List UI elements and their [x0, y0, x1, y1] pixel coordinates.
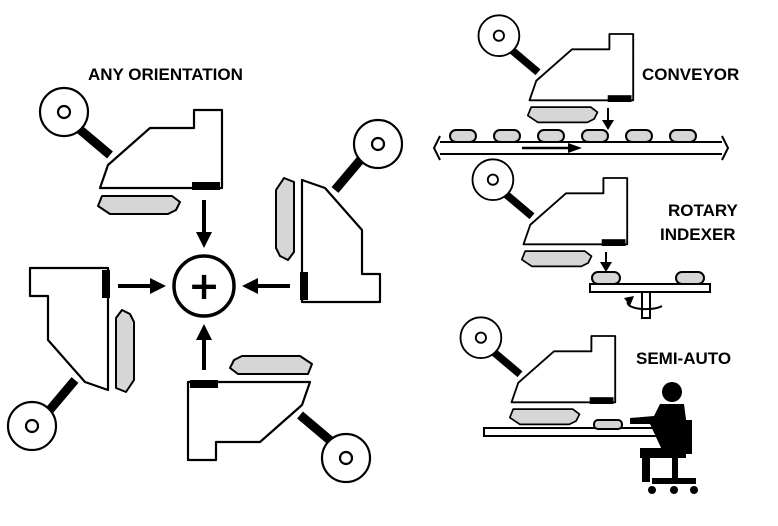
- applicator-top: [40, 88, 222, 214]
- any-orientation-group: ANY ORIENTATION: [8, 65, 402, 482]
- arrow-up: [196, 324, 212, 370]
- rotary-label-line2: INDEXER: [660, 225, 736, 244]
- center-target: +: [172, 254, 236, 318]
- applicator-rotary: [473, 159, 628, 266]
- applicator-left: [8, 268, 134, 450]
- semi-auto-group: SEMI-AUTO: [461, 317, 731, 494]
- arrow-left: [242, 278, 290, 294]
- rotary-indexer-group: ROTARY INDEXER: [473, 159, 739, 319]
- semi-auto-label: SEMI-AUTO: [636, 349, 731, 368]
- any-orientation-label: ANY ORIENTATION: [88, 65, 243, 84]
- arrow-right: [118, 278, 166, 294]
- arrow-down: [196, 200, 212, 248]
- conveyor-label: CONVEYOR: [642, 65, 739, 84]
- applicator-bottom: [188, 356, 370, 482]
- center-plus-symbol: +: [188, 264, 220, 308]
- operator-icon: [630, 382, 698, 494]
- rotary-label-line1: ROTARY: [668, 201, 739, 220]
- conveyor-belt: [432, 129, 730, 161]
- applicator-conveyor: [479, 15, 634, 122]
- applicator-semi-auto: [461, 317, 616, 424]
- work-table: [483, 427, 657, 437]
- rotary-table: [589, 271, 711, 319]
- conveyor-group: CONVEYOR: [432, 15, 739, 161]
- applicator-right: [276, 120, 402, 302]
